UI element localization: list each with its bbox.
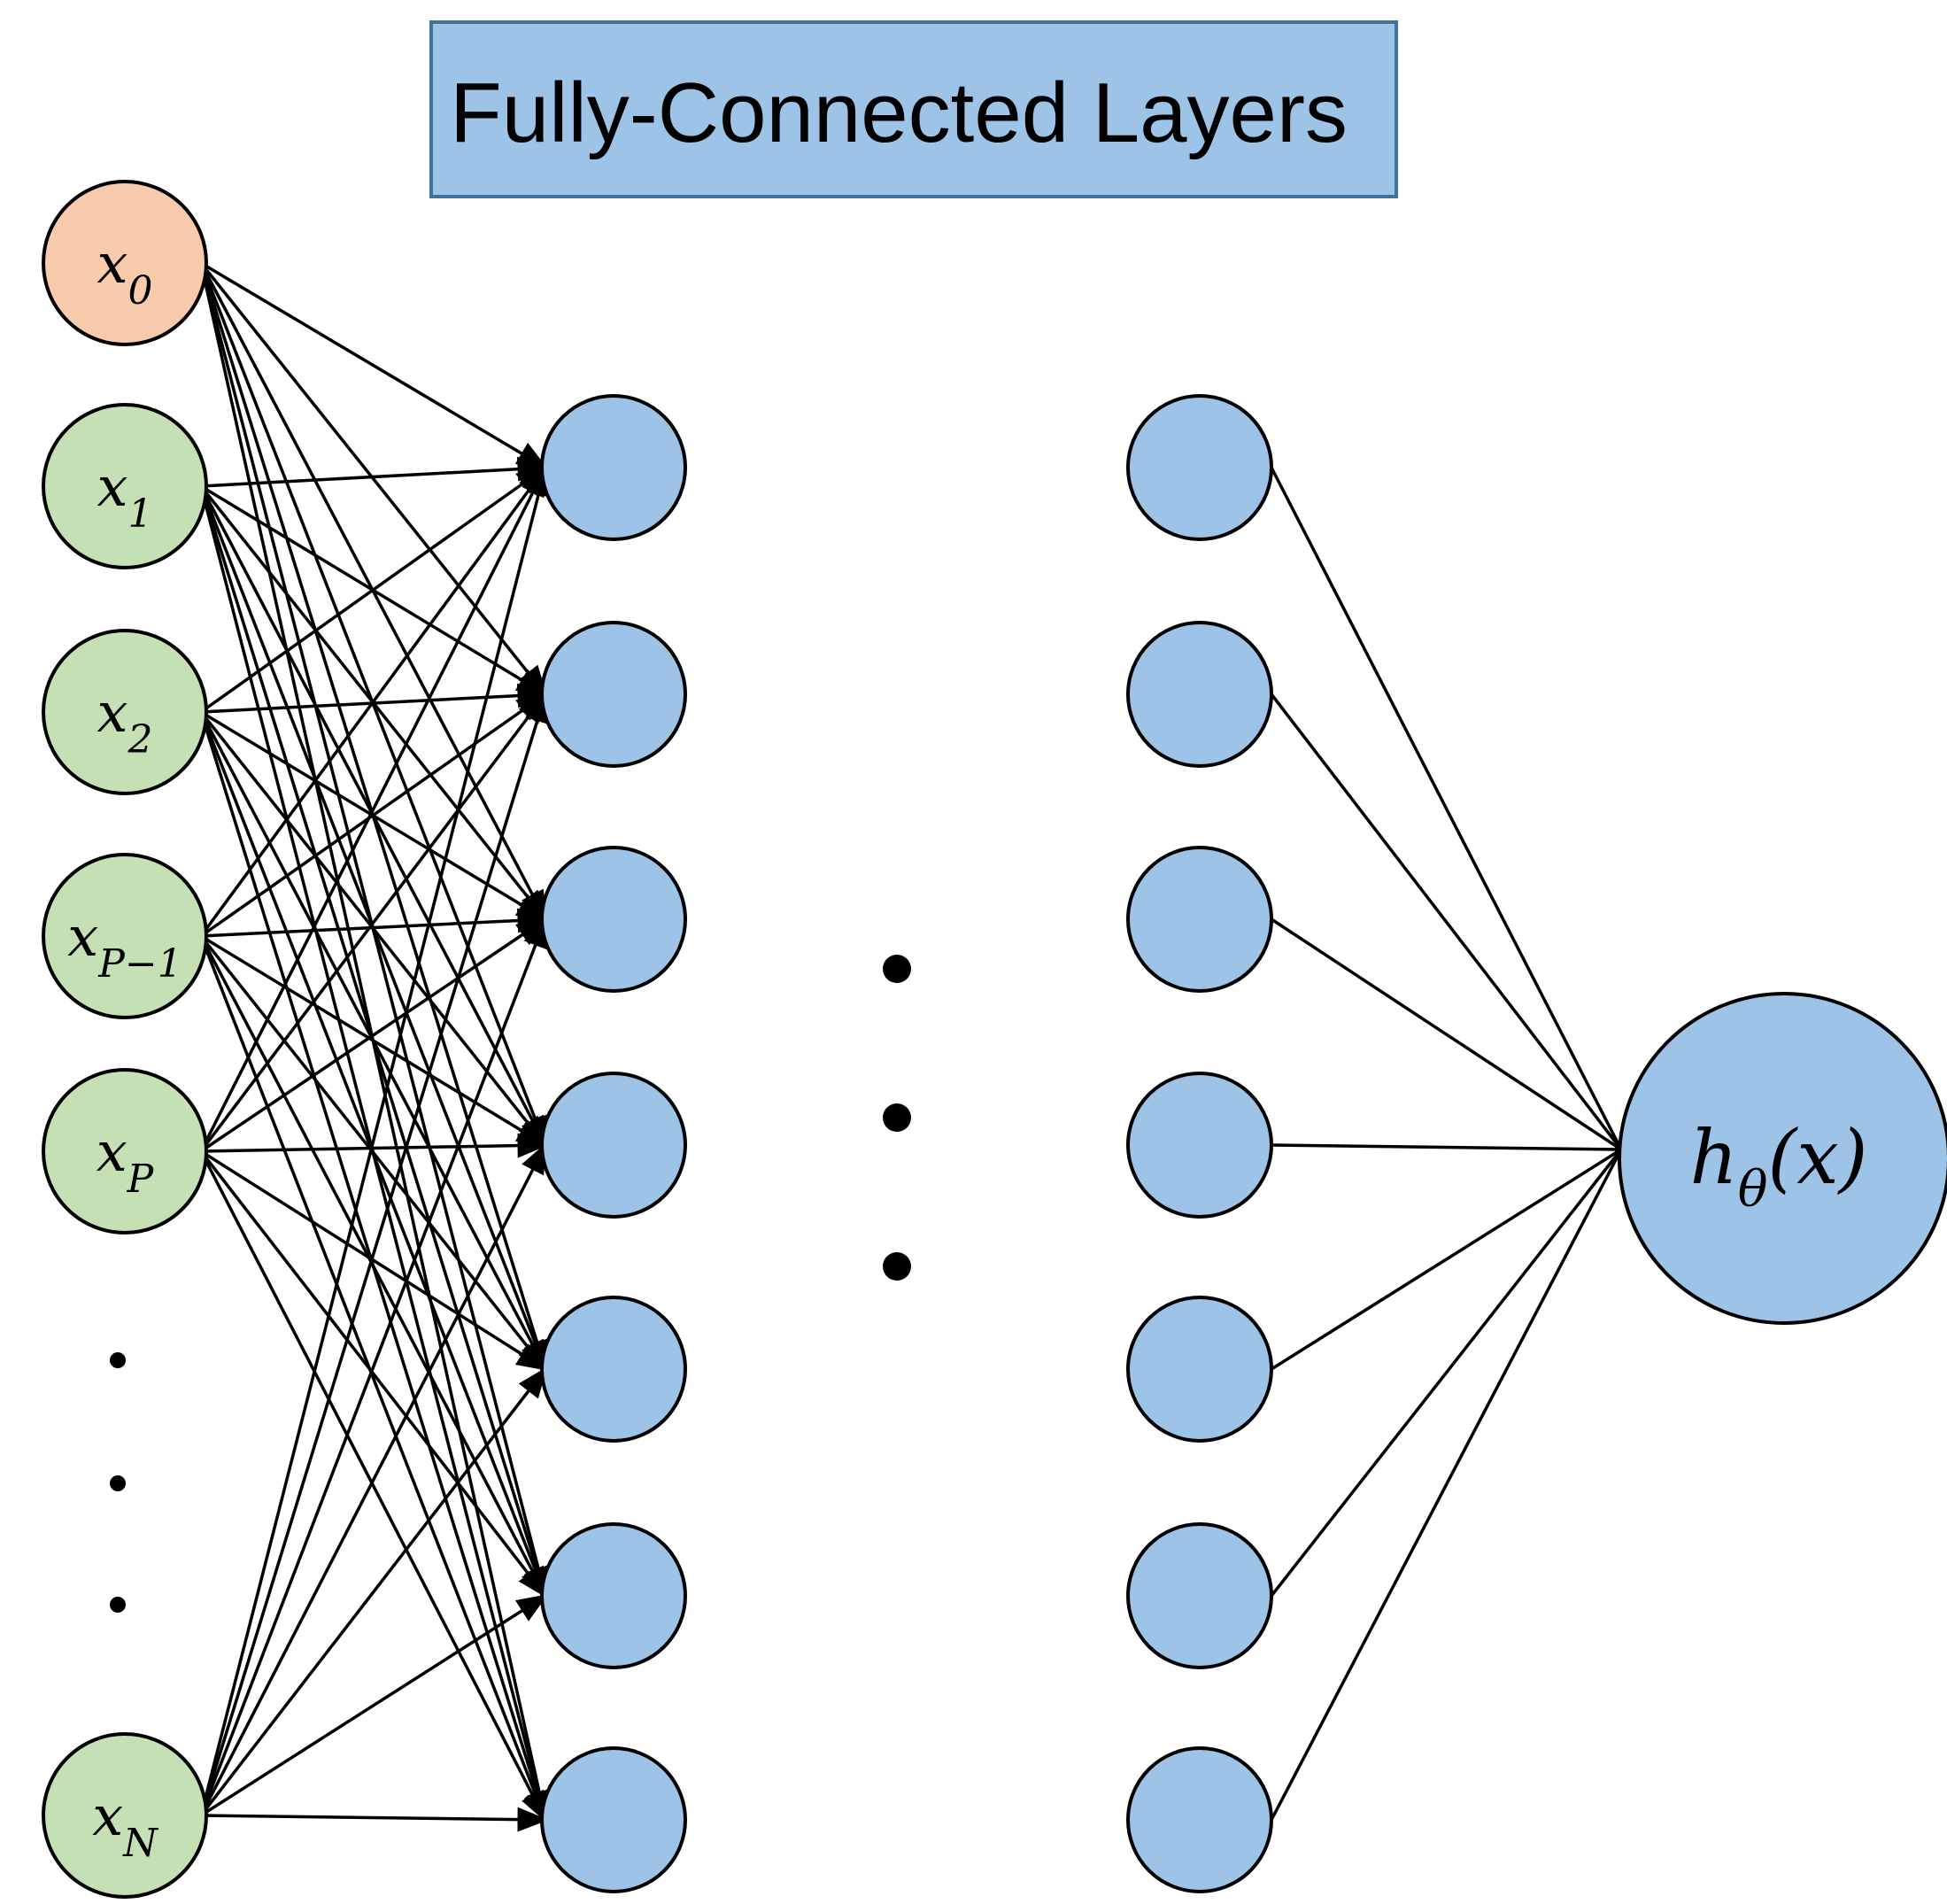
input-node-circle [42,853,208,1019]
hidden-to-output-edges [1270,467,1627,1821]
input-node-base: x [97,1119,127,1184]
edge-input-5-to-hidden-4 [199,1366,548,1817]
input-node-circle [42,629,208,795]
input-node-base: x [97,231,128,296]
input-ellipsis-dot [110,1597,126,1613]
input-node-1: x1 [42,403,208,569]
last-hidden-node-1 [1126,394,1273,541]
title-box-rect [429,20,1398,198]
input-node-2: x2 [42,629,208,795]
output-node-label: hθ(x) [1690,1114,1868,1219]
output-node-circle [1618,992,1947,1325]
layers-ellipsis-dot [883,1252,911,1281]
edge-hidden-5-to-output [1270,1148,1623,1598]
last-hidden-node-6 [1126,1522,1273,1669]
input-node-subscript: N [122,1821,158,1866]
input-node-base: x [97,680,128,745]
output-subscript: θ [1738,1161,1768,1219]
last-hidden-layer [1126,394,1273,1893]
edge-input-5-to-hidden-1 [199,691,550,1816]
first-hidden-node-3 [540,846,687,993]
edge-hidden-0-to-output [1270,467,1623,1150]
input-node-circle [42,180,208,346]
last-hidden-node-5 [1126,1296,1273,1443]
first-hidden-node-6 [540,1522,687,1669]
title-box: Fully-Connected Layers [429,20,1398,198]
input-node-label: x2 [97,680,153,762]
edge-input-4-to-hidden-5 [199,1149,548,1598]
last-hidden-node-7 [1126,1746,1273,1893]
edge-input-5-to-hidden-2 [199,916,547,1816]
edge-input-4-to-hidden-3 [200,1133,549,1158]
edge-hidden-6-to-output [1270,1149,1623,1821]
input-node-subscript: 1 [127,491,152,537]
output-base: h [1690,1114,1738,1201]
edge-input-4-to-hidden-1 [199,692,548,1153]
edge-input-5-to-hidden-5 [200,1594,548,1817]
edge-hidden-4-to-output [1271,1148,1622,1371]
input-node-base: x [92,1784,123,1848]
first-hidden-node-1 [540,394,687,541]
last-hidden-node-3 [1126,846,1273,993]
input-node-label: xP−1 [67,904,182,987]
edge-input-3-to-hidden-6 [199,935,547,1823]
input-ellipsis-dot [110,1475,126,1491]
layers-ellipsis [883,955,911,1281]
input-ellipsis-dot [110,1352,126,1368]
edge-input-2-to-hidden-0 [199,465,548,714]
input-node-bias: x0 [42,180,208,346]
input-node-P−1: xP−1 [42,853,208,1019]
first-hidden-node-2 [540,621,687,768]
input-node-label: x1 [97,454,153,537]
input-node-circle [42,1732,208,1899]
layers-ellipsis-dot [883,1103,911,1132]
first-hidden-layer [540,394,687,1893]
output-argument: (x) [1767,1114,1867,1201]
input-node-label: x0 [97,231,153,313]
input-node-base: x [67,904,98,969]
input-node-label: xP [97,1119,155,1202]
input-node-subscript: 2 [127,717,152,762]
edge-input-4-to-hidden-0 [199,464,547,1152]
edge-hidden-2-to-output [1271,917,1622,1151]
edge-input-3-to-hidden-2 [200,908,549,938]
input-node-N: xN [42,1732,208,1899]
edge-input-3-to-hidden-0 [199,465,548,938]
title-text: Fully-Connected Layers [450,66,1348,160]
last-hidden-node-2 [1126,621,1273,768]
input-node-circle [42,403,208,569]
edge-input-4-to-hidden-4 [200,1149,548,1371]
input-node-label: xN [92,1784,158,1866]
input-node-subscript: P−1 [97,941,182,987]
first-hidden-node-7 [540,1746,687,1893]
edge-input-1-to-hidden-0 [200,456,549,488]
input-to-hidden-edges [199,261,552,1832]
edge-hidden-1-to-output [1270,693,1623,1151]
input-node-subscript: P [127,1157,155,1202]
edge-input-5-to-hidden-6 [200,1807,549,1832]
edge-input-3-to-hidden-1 [199,692,548,938]
edge-input-5-to-hidden-3 [199,1142,547,1816]
edge-input-4-to-hidden-2 [200,917,548,1153]
input-node-circle [42,1068,208,1235]
input-node-P: xP [42,1068,208,1235]
input-ellipsis [110,1352,126,1613]
first-hidden-node-5 [540,1296,687,1443]
edge-input-3-to-hidden-3 [200,934,548,1147]
edge-input-3-to-hidden-4 [199,934,548,1372]
edge-input-5-to-hidden-0 [199,464,551,1816]
input-node-subscript: 0 [127,268,152,313]
edge-input-4-to-hidden-6 [199,1150,547,1823]
input-node-base: x [97,454,128,519]
edge-hidden-3-to-output [1271,1143,1622,1151]
first-hidden-node-4 [540,1072,687,1219]
layers-ellipsis-dot [883,955,911,983]
last-hidden-node-4 [1126,1072,1273,1219]
edge-input-3-to-hidden-5 [199,935,547,1599]
edge-input-0-to-hidden-1 [199,261,548,697]
edge-input-0-to-hidden-0 [200,261,549,469]
output-node: hθ(x) [1618,992,1947,1325]
